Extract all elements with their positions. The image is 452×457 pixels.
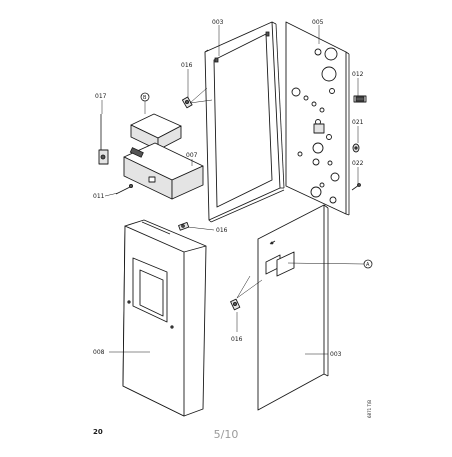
label-012: 012 — [352, 71, 364, 78]
label-b: B — [143, 95, 147, 101]
label-017: 017 — [95, 93, 107, 100]
control-box-b — [130, 113, 182, 151]
screw-022 — [351, 183, 361, 191]
label-021: 021 — [352, 119, 364, 126]
callout-b-circle — [140, 92, 150, 102]
label-016-top: 016 — [181, 62, 193, 69]
front-door-008 — [122, 219, 207, 417]
bracket-012 — [353, 95, 367, 103]
clip-016-bot — [230, 298, 241, 311]
side-panel-003-bottom — [257, 204, 329, 411]
page-number: 20 — [93, 428, 103, 436]
clip-021 — [352, 143, 360, 153]
label-011: 011 — [93, 193, 105, 200]
bracket-017 — [98, 114, 109, 165]
back-panel-005 — [285, 21, 350, 216]
leader-lines — [101, 25, 365, 355]
label-003-bottom: 003 — [330, 351, 342, 358]
page-fraction: 5/10 — [214, 428, 239, 441]
label-a: A — [366, 262, 370, 268]
label-008: 008 — [93, 349, 105, 356]
document-code: 6871 T/B — [367, 400, 372, 418]
label-022: 022 — [352, 160, 364, 167]
label-016-bot: 016 — [231, 336, 243, 343]
screw-011 — [115, 183, 133, 195]
label-016-mid: 016 — [216, 227, 228, 234]
clip-016-mid — [178, 221, 190, 231]
frame-panel-003-top — [204, 21, 285, 223]
label-003-top: 003 — [212, 19, 224, 26]
housing-007 — [123, 142, 204, 200]
label-005: 005 — [312, 19, 324, 26]
clip-016-top — [181, 96, 193, 109]
callout-a-circle — [363, 259, 373, 269]
label-007: 007 — [186, 152, 198, 159]
